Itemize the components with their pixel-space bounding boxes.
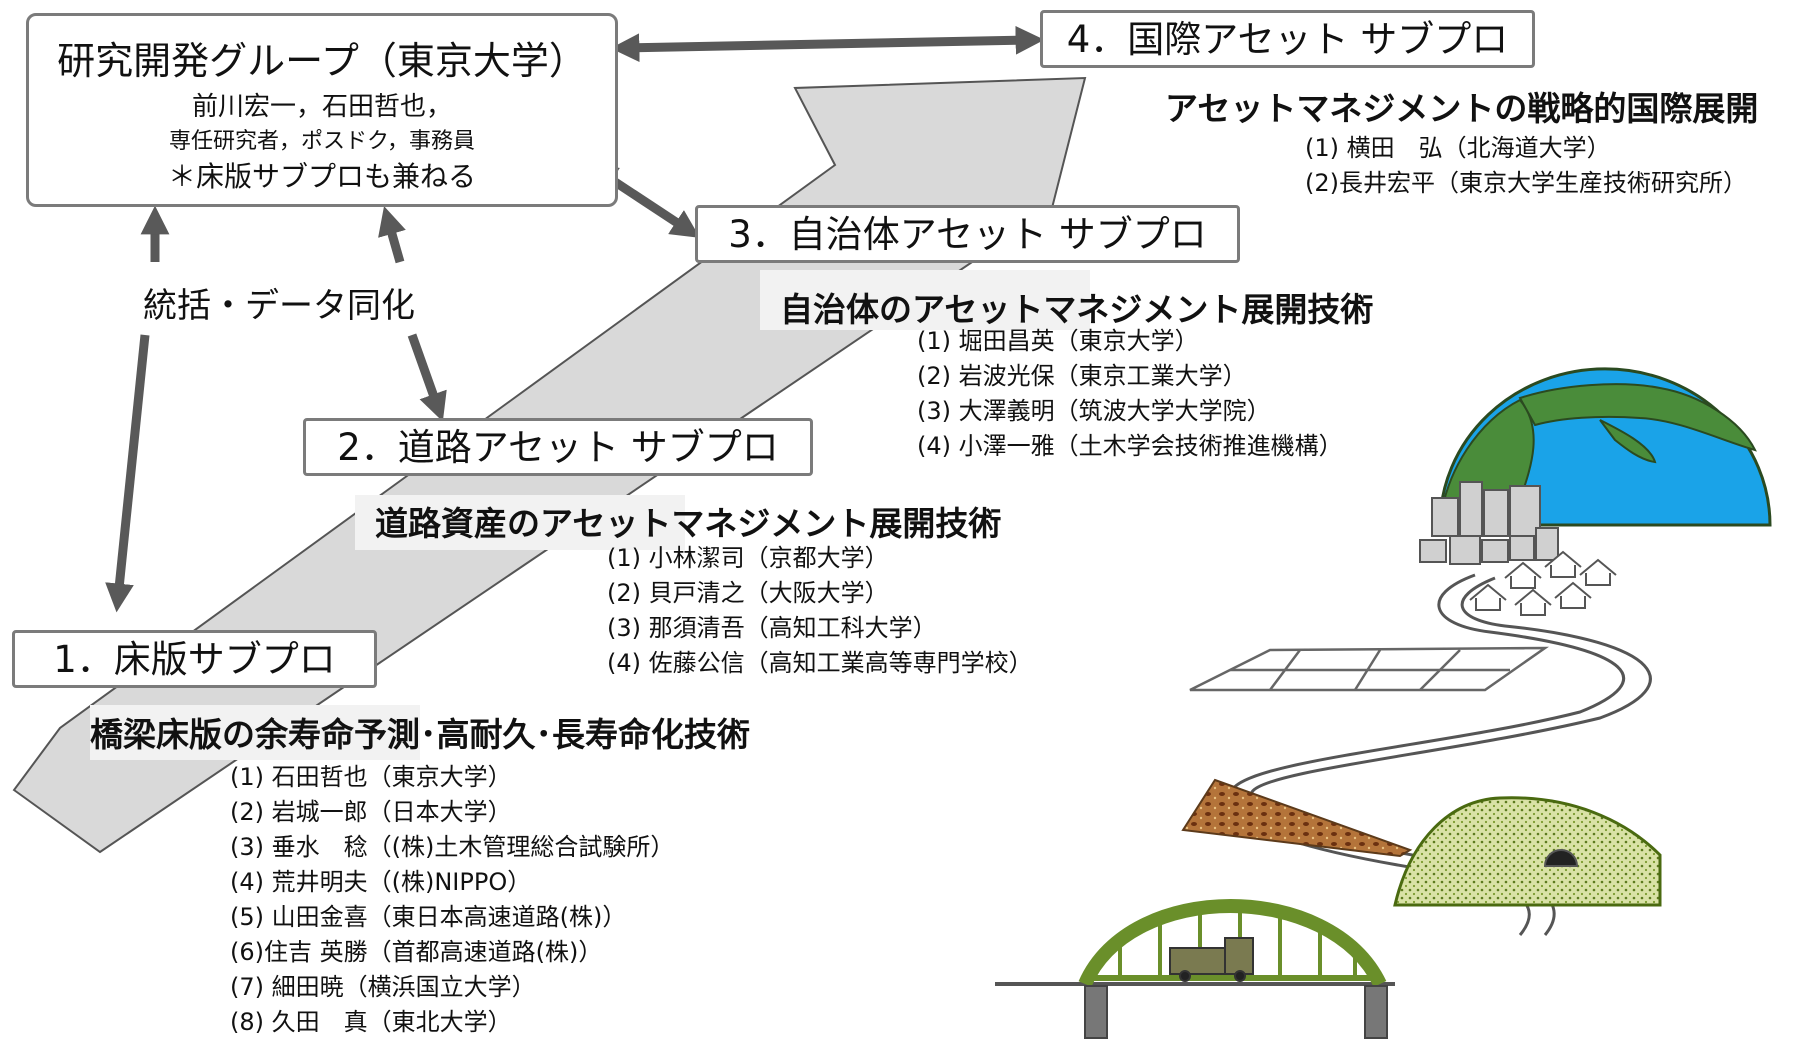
subproject-3-theme: 自治体のアセットマネジメント展開技術: [780, 290, 1374, 329]
rd-group-title: 研究開発グループ（東京大学）: [57, 39, 587, 83]
rd-group-leaders: 前川宏一，石田哲也，: [191, 92, 452, 122]
subproject-4-members: (1) 横田 弘（北海道大学） (2)長井宏平（東京大学生産技術研究所）: [1305, 131, 1747, 201]
member: (1) 横田 弘（北海道大学）: [1305, 134, 1611, 162]
arrow-rd-to-road-down: [407, 333, 447, 422]
member: (1) 堀田昌英（東京大学）: [917, 327, 1199, 355]
houses-icon: [1469, 550, 1617, 616]
subproject-1-theme: 橋梁床版の余寿命予測･高耐久･長寿命化技術: [90, 715, 750, 754]
soil-embankment: [1181, 778, 1413, 858]
member: (6)住吉 英勝（首都高速道路(株)）: [230, 938, 603, 966]
arrow-rd-to-slab-down: [105, 334, 150, 613]
arrow-rd-to-road-up: [378, 206, 406, 264]
truck-icon: [1169, 937, 1254, 982]
rd-group-box: 研究開発グループ（東京大学） 前川宏一，石田哲也， 専任研究者，ポスドク，事務員…: [26, 13, 618, 207]
subproject-1-members: (1) 石田哲也（東京大学） (2) 岩城一郎（日本大学） (3) 垂水 稔（(…: [230, 760, 674, 1040]
member: (3) 垂水 稔（(株)土木管理総合試験所）: [230, 833, 675, 861]
coordination-label: 統括・データ同化: [143, 286, 415, 326]
member: (2) 岩城一郎（日本大学）: [230, 798, 512, 826]
tunnel-hill-icon: [1393, 796, 1662, 907]
member: (3) 那須清吾（高知工科大学）: [607, 614, 937, 642]
subproject-2-theme: 道路資産のアセットマネジメント展開技術: [375, 504, 1002, 543]
member: (4) 荒井明夫（(株)NIPPO）: [230, 868, 532, 896]
subproject-3-members: (1) 堀田昌英（東京大学） (2) 岩波光保（東京工業大学） (3) 大澤義明…: [917, 324, 1343, 464]
member: (4) 小澤一雅（土木学会技術推進機構）: [917, 432, 1343, 460]
subproject-1-label: 1．床版サブプロ: [12, 630, 377, 688]
member: (1) 小林潔司（京都大学）: [607, 544, 889, 572]
arrow-rd-to-intl: [610, 25, 1045, 63]
city-icon: [1419, 481, 1559, 565]
subproject-4-theme: アセットマネジメントの戦略的国際展開: [1165, 89, 1759, 128]
member: (4) 佐藤公信（高知工業高等専門学校）: [607, 649, 1033, 677]
member: (2)長井宏平（東京大学生産技術研究所）: [1305, 169, 1747, 197]
rd-group-note: ＊床版サブプロも兼ねる: [167, 160, 476, 193]
subproject-3-label: 3．自治体アセット サブプロ: [695, 205, 1240, 263]
subproject-4-label: 4．国際アセット サブプロ: [1040, 10, 1535, 68]
arch-bridge-icon: [995, 899, 1395, 1039]
member: (3) 大澤義明（筑波大学大学院）: [917, 397, 1271, 425]
member: (2) 岩波光保（東京工業大学）: [917, 362, 1247, 390]
subproject-2-members: (1) 小林潔司（京都大学） (2) 貝戸清之（大阪大学） (3) 那須清吾（高…: [607, 541, 1033, 681]
farm-fields-icon: [1189, 646, 1550, 692]
member: (8) 久田 真（東北大学）: [230, 1008, 512, 1036]
member: (2) 貝戸清之（大阪大学）: [607, 579, 889, 607]
member: (7) 細田暁（横浜国立大学）: [230, 973, 536, 1001]
rd-group-staff: 専任研究者，ポスドク，事務員: [168, 129, 476, 154]
member: (5) 山田金喜（東日本高速道路(株)）: [230, 903, 627, 931]
member: (1) 石田哲也（東京大学）: [230, 763, 512, 791]
subproject-2-label: 2．道路アセット サブプロ: [303, 418, 813, 476]
